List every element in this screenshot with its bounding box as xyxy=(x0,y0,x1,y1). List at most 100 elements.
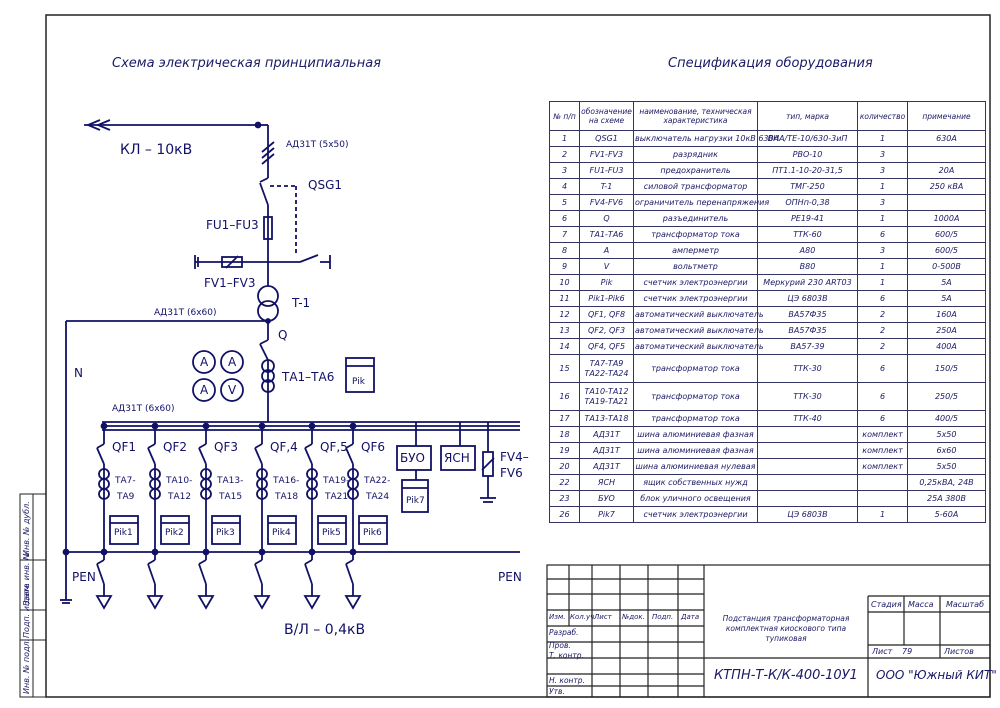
qsg1-label: QSG1 xyxy=(308,178,342,192)
feeder-breaker-blade xyxy=(96,443,105,449)
meter-v: V xyxy=(228,383,237,397)
spec-cell: БУО xyxy=(579,490,634,507)
feeder-out-arrow xyxy=(303,595,321,610)
spec-cell: 1 xyxy=(549,130,580,147)
busbar-6x60-label-a: АД31Т (6х60) xyxy=(154,308,217,318)
spec-cell: АД31Т xyxy=(579,442,634,459)
tb-code: КТПН-Т-К/К-400-10У1 xyxy=(714,668,858,683)
spec-cell: V xyxy=(579,258,634,275)
feeder-pik-label: Pik1 xyxy=(114,528,133,538)
outer-frame xyxy=(45,14,991,698)
spec-cell: 22 xyxy=(549,474,580,491)
feeder-ct-coil xyxy=(200,468,212,500)
spec-cell: 19 xyxy=(549,442,580,459)
spec-cell: 20А xyxy=(907,162,986,179)
spec-cell: автоматический выключатель xyxy=(633,338,764,355)
spec-cell: 0,25кВА, 24В xyxy=(907,474,986,491)
feeder-ct-coil xyxy=(347,468,359,500)
feeder-pen-node xyxy=(308,548,316,556)
feeders xyxy=(95,422,388,610)
tb-row-nkontr: Н. контр. xyxy=(549,676,585,685)
spec-cell: 3 xyxy=(857,162,908,179)
spec-cell: 8 xyxy=(549,242,580,259)
spec-cell: счетчик электроэнергии xyxy=(633,290,758,307)
feeder-breaker-blade xyxy=(345,443,354,449)
spec-cell: Меркурий 230 ART03 xyxy=(757,274,858,291)
spec-cell xyxy=(757,426,858,443)
spec-cell: трансформатор тока xyxy=(633,410,758,427)
feeder-out-blade xyxy=(147,559,156,565)
kl-label: КЛ – 10кВ xyxy=(120,142,193,158)
spec-cell: 6 xyxy=(857,290,908,307)
meter-a3: A xyxy=(200,383,209,397)
tb-description: Подстанция трансформаторная комплектная … xyxy=(722,614,850,643)
spec-cell: ЯСН xyxy=(579,474,634,491)
spec-cell: 16 xyxy=(549,382,580,411)
spec-title: Спецификация оборудования xyxy=(668,56,873,71)
spec-cell: 18 xyxy=(549,426,580,443)
spec-cell: АД31Т xyxy=(579,426,634,443)
spec-cell: 6 xyxy=(857,382,908,411)
spec-cell xyxy=(907,194,986,211)
tb-row-razrab: Разраб. xyxy=(549,628,579,637)
spec-cell: 4 xyxy=(549,178,580,195)
spec-cell: автоматический выключатель xyxy=(633,306,764,323)
tb-col-list: Лист xyxy=(594,613,612,621)
tb-col-podp: Подп. xyxy=(652,613,674,621)
feeder-ta-bot-label: ТА12 xyxy=(168,492,192,502)
feeder-meter-box xyxy=(211,515,241,545)
feeder-pik-label: Pik5 xyxy=(322,528,341,538)
feeder-out-blade xyxy=(254,559,263,565)
feeder-ct-coil xyxy=(98,468,110,500)
feeder-ta-top-label: ТА22- xyxy=(364,476,391,486)
spec-cell: шина алюминиевая фазная xyxy=(633,442,758,459)
spec-cell: трансформатор тока xyxy=(633,382,758,411)
spec-cell: 5х50 xyxy=(907,426,986,443)
tb-sheet-no: 79 xyxy=(902,647,913,656)
feeder-ta-bot-label: ТА15 xyxy=(219,492,243,502)
meter-a2: A xyxy=(228,355,237,369)
spec-cell: 150/5 xyxy=(907,354,986,383)
spec-cell: трансформатор тока xyxy=(633,226,758,243)
spec-cell: 2 xyxy=(857,306,908,323)
pik-label: Pik xyxy=(352,377,365,387)
spec-cell: ТА7-ТА9 ТА22-ТА24 xyxy=(579,354,634,383)
tb-col-kol: Кол.уч xyxy=(570,613,595,621)
spec-cell: 250А xyxy=(907,322,986,339)
feeder-ct-coil xyxy=(256,468,268,500)
spec-cell xyxy=(857,474,908,491)
feeder-meter-box xyxy=(267,515,297,545)
q-label: Q xyxy=(278,328,288,342)
feeder-pen-node xyxy=(202,548,210,556)
tb-stage: Стадия xyxy=(871,600,902,609)
spec-cell: ТТК-30 xyxy=(757,382,858,411)
feeder-breaker-blade xyxy=(198,447,207,465)
feeder-out-blade xyxy=(96,563,105,585)
spec-cell: комплект xyxy=(857,458,908,475)
feeder-qf-label: QF,4 xyxy=(270,440,298,454)
spec-cell: ящик собственных нужд xyxy=(633,474,758,491)
feeder-pik-label: Pik3 xyxy=(216,528,235,538)
tb-col-date: Дата xyxy=(681,613,700,621)
feeder-ct-coil xyxy=(306,468,318,500)
feeder-out-arrow xyxy=(344,595,362,610)
feeder-out-blade xyxy=(345,559,354,565)
scheme-title: Схема электрическая принципиальная xyxy=(112,56,382,71)
side-inv-podl: Инв. № подл. xyxy=(22,638,31,694)
spec-cell: 7 xyxy=(549,226,580,243)
tb-col-doc: №док. xyxy=(622,613,645,621)
spec-cell: 5А xyxy=(907,290,986,307)
feeder-ta-top-label: ТА16- xyxy=(273,476,300,486)
tb-row-prov: Пров. xyxy=(549,641,571,650)
